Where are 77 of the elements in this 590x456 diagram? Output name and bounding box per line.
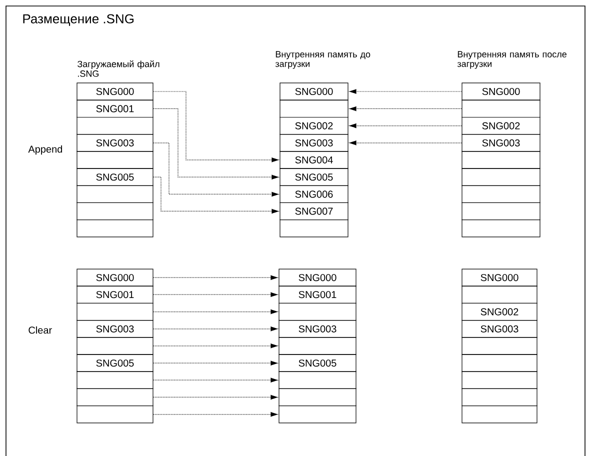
empty-cell — [278, 302, 356, 321]
empty-cell — [76, 371, 154, 389]
arrow — [153, 326, 279, 332]
memory-cell: SNG007 — [280, 202, 348, 220]
memory-cell: SNG006 — [280, 185, 348, 204]
empty-cell — [76, 202, 154, 220]
empty-cell — [76, 388, 154, 406]
empty-cell — [76, 220, 154, 238]
title: Размещение .SNG — [23, 14, 134, 26]
arrow — [348, 123, 462, 128]
arrow — [153, 360, 279, 366]
empty-cell — [462, 202, 540, 220]
empty-cell — [462, 406, 538, 424]
empty-cell — [462, 100, 540, 118]
memory-cell: SNG002 — [462, 302, 538, 321]
memory-cell: SNG003 — [76, 134, 154, 152]
memory-cell: SNG005 — [278, 354, 356, 372]
memory-cell: SNG002 — [462, 116, 540, 135]
empty-cell — [462, 388, 538, 406]
arrow — [153, 309, 279, 314]
memory-cell: SNG003 — [462, 134, 540, 152]
memory-cell: SNG000 — [76, 82, 154, 100]
arrow — [153, 142, 280, 197]
memory-cell: SNG003 — [280, 134, 348, 152]
memory-cell: SNG001 — [76, 286, 154, 304]
memory-cell: SNG001 — [278, 286, 356, 304]
empty-cell — [76, 185, 154, 204]
memory-cell: SNG000 — [76, 268, 154, 286]
row-label: Append — [28, 145, 62, 155]
memory-cell: SNG000 — [462, 268, 538, 286]
arrow — [153, 176, 280, 214]
arrow — [153, 292, 279, 298]
arrow — [153, 343, 279, 348]
arrow — [348, 89, 462, 94]
column-heading: Внутренняя память до загрузки — [275, 51, 370, 69]
memory-cell: SNG005 — [76, 168, 154, 186]
memory-cell: SNG003 — [76, 320, 154, 338]
empty-cell — [462, 354, 538, 372]
empty-cell — [462, 220, 540, 238]
empty-cell — [462, 185, 540, 204]
empty-cell — [76, 302, 154, 321]
memory-cell: SNG003 — [278, 320, 356, 338]
arrow — [153, 378, 279, 383]
arrow — [153, 108, 280, 180]
arrow — [153, 412, 279, 417]
column-heading: Загружаемый файл .SNG — [78, 60, 160, 77]
memory-cell: SNG000 — [278, 268, 356, 286]
empty-cell — [462, 337, 538, 355]
arrow — [153, 394, 279, 400]
empty-cell — [278, 337, 356, 355]
empty-cell — [462, 151, 540, 169]
empty-cell — [76, 116, 154, 135]
empty-cell — [462, 168, 540, 186]
empty-cell — [462, 286, 538, 304]
empty-cell — [278, 388, 356, 406]
empty-cell — [76, 337, 154, 355]
memory-cell: SNG005 — [280, 168, 348, 186]
memory-cell: SNG005 — [76, 354, 154, 372]
arrow — [153, 275, 279, 280]
empty-cell — [280, 100, 348, 118]
memory-cell: SNG003 — [462, 320, 538, 338]
arrow — [348, 140, 462, 146]
memory-cell: SNG004 — [280, 151, 348, 169]
memory-cell: SNG000 — [280, 82, 348, 100]
memory-cell: SNG001 — [76, 100, 154, 118]
column-heading: Внутренняя память после загрузки — [457, 51, 566, 69]
arrow — [348, 106, 462, 112]
empty-cell — [462, 371, 538, 389]
row-label: Clear — [28, 326, 52, 334]
empty-cell — [280, 220, 348, 238]
memory-cell: SNG002 — [280, 116, 348, 135]
empty-cell — [76, 151, 154, 169]
arrow — [153, 91, 280, 162]
empty-cell — [76, 406, 154, 424]
empty-cell — [278, 406, 356, 424]
memory-cell: SNG000 — [462, 82, 540, 100]
empty-cell — [278, 371, 356, 389]
